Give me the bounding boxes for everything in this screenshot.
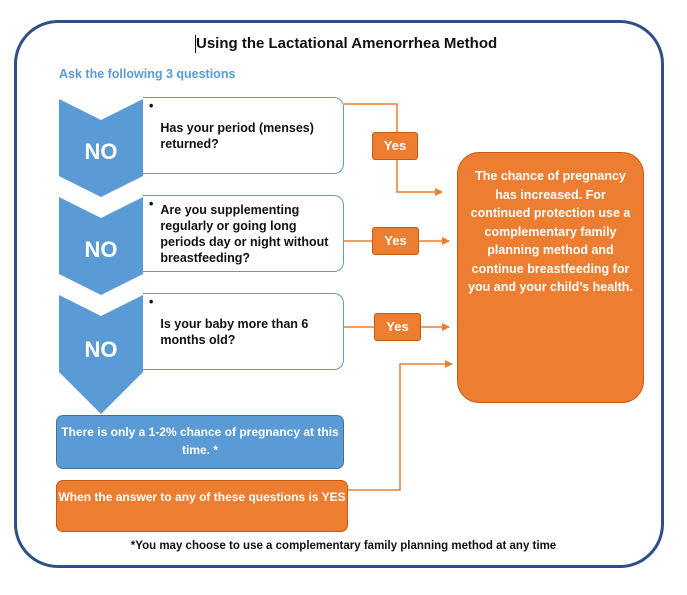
bullet-icon: • — [149, 99, 154, 113]
no-label-3: NO — [84, 337, 118, 362]
question-text-2: Are you supplementing regularly or going… — [160, 202, 329, 265]
question-text-1: Has your period (menses) returned? — [160, 120, 314, 151]
no-label-1: NO — [84, 139, 118, 164]
yes-label-2: Yes — [372, 227, 419, 255]
yes-legend-box: When the answer to any of these question… — [56, 480, 348, 532]
no-chevron-1 — [59, 99, 143, 197]
no-chevron-2 — [59, 197, 143, 295]
question-box-3: • Is your baby more than 6 months old? — [143, 293, 344, 370]
question-box-2: • Are you supplementing regularly or goi… — [143, 195, 344, 272]
outcome-no-box: There is only a 1-2% chance of pregnancy… — [56, 415, 344, 469]
no-label-2: NO — [84, 237, 118, 262]
question-box-1: • Has your period (menses) returned? — [143, 97, 344, 174]
bullet-icon: • — [149, 197, 154, 211]
text-cursor — [195, 35, 196, 53]
yes-label-3: Yes — [374, 313, 421, 341]
no-chevron-3 — [59, 295, 143, 414]
outcome-yes-box: The chance of pregnancy has increased. F… — [457, 152, 644, 403]
footnote: *You may choose to use a complementary f… — [130, 540, 557, 552]
connector-legend-outcome — [348, 360, 453, 491]
bullet-icon: • — [149, 295, 154, 309]
instruction-heading: Ask the following 3 questions — [59, 67, 236, 81]
yes-label-1: Yes — [372, 132, 418, 160]
question-text-3: Is your baby more than 6 months old? — [160, 316, 309, 347]
diagram-title: Using the Lactational Amenorrhea Method — [196, 35, 498, 52]
diagram-frame — [14, 20, 664, 568]
